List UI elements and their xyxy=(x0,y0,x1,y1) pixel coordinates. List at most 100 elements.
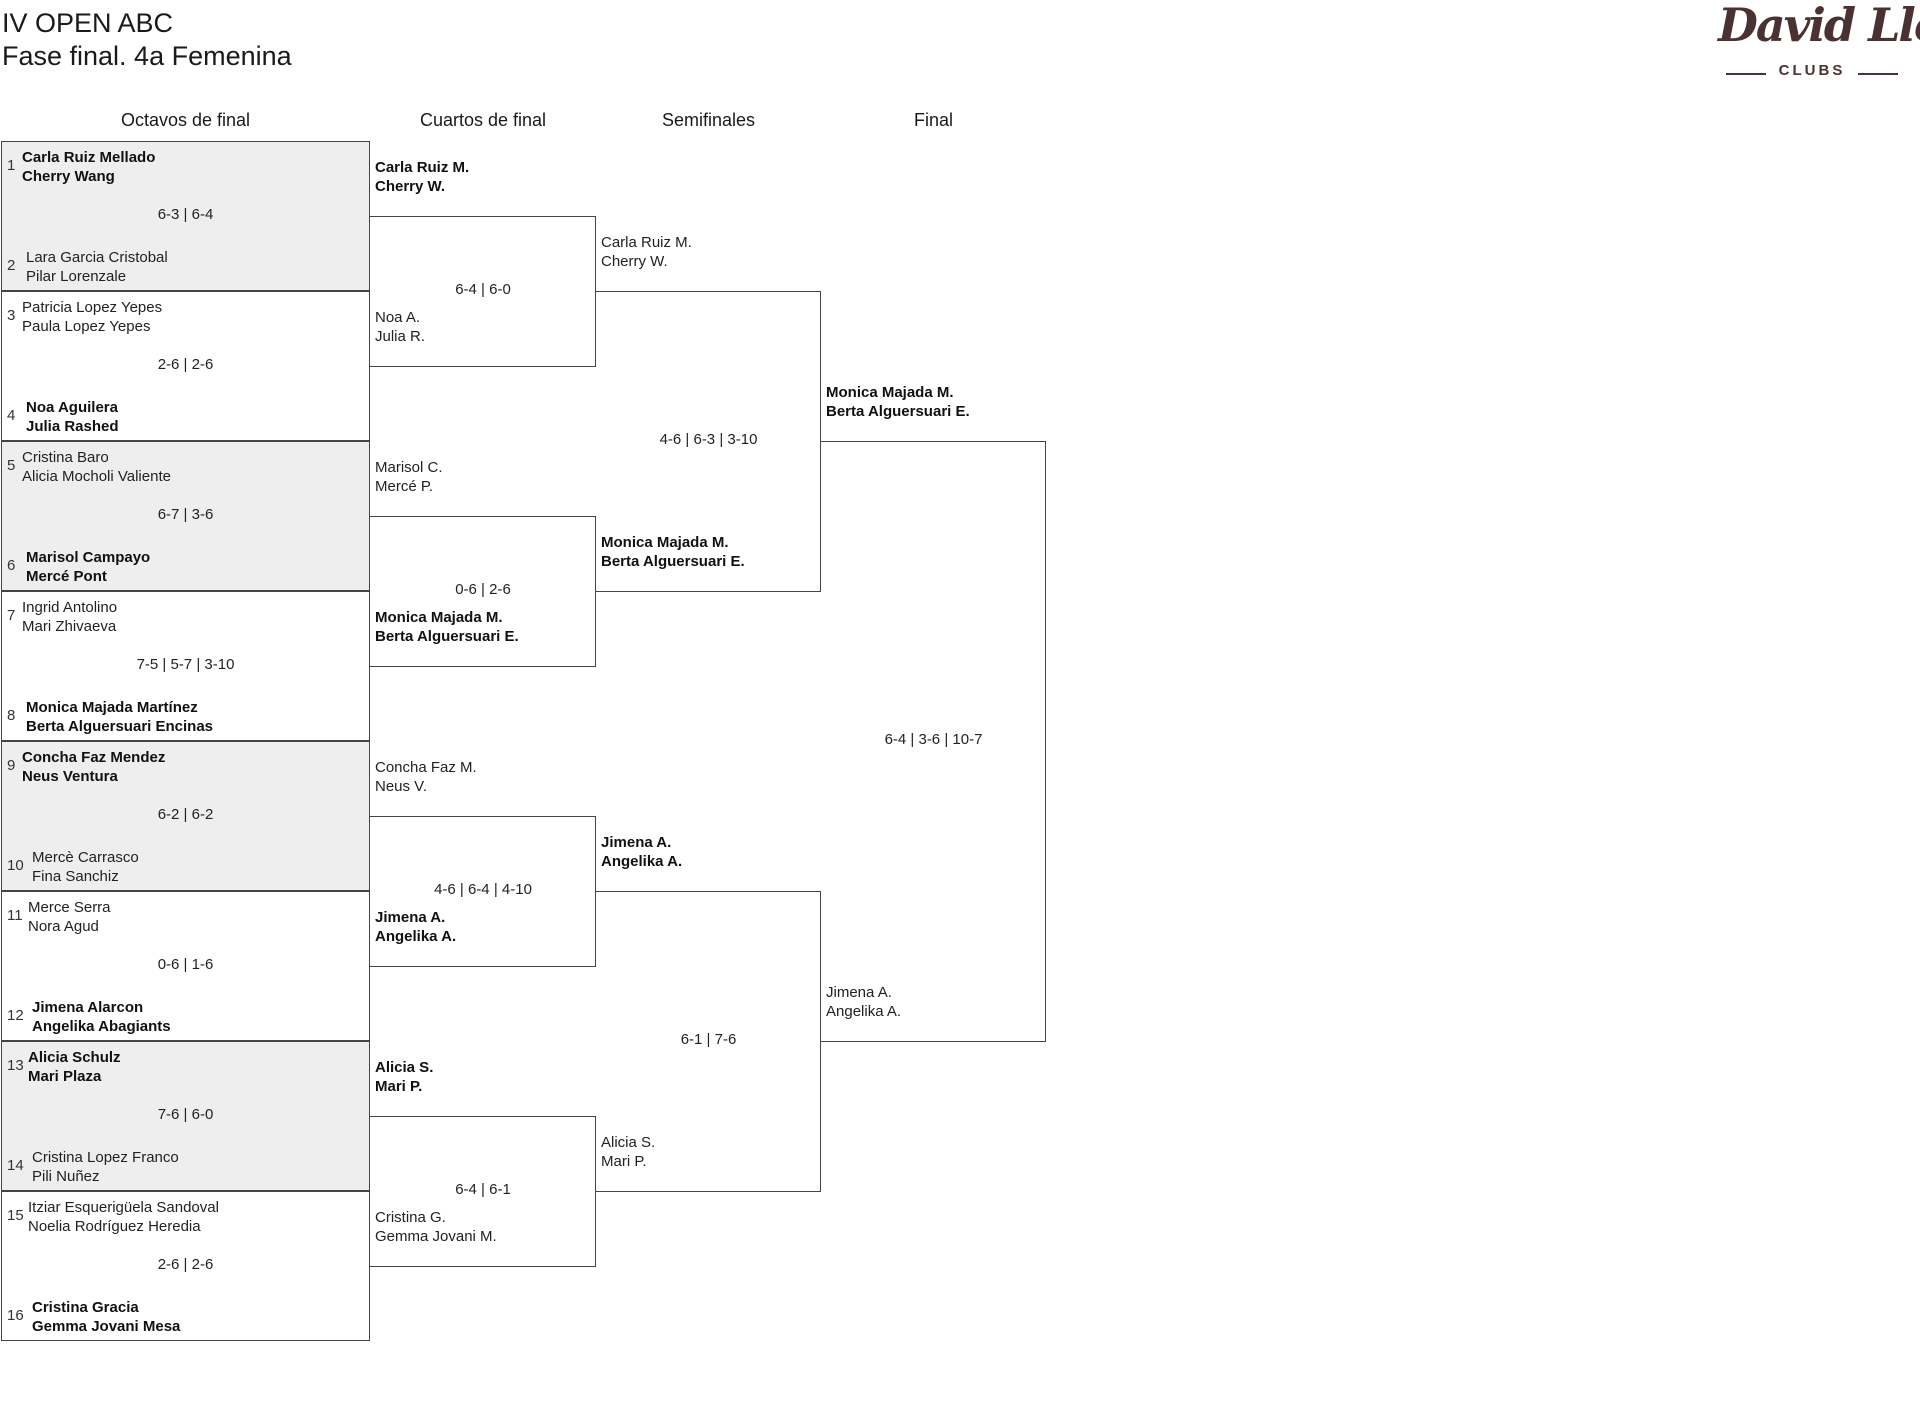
r16-pair-bottom-player-2: Fina Sanchiz xyxy=(32,868,119,885)
r16-score: 7-5 | 5-7 | 3-10 xyxy=(136,656,235,673)
final-score: 6-4 | 3-6 | 10-7 xyxy=(884,731,983,748)
qf-pair-bottom: Jimena A.Angelika A. xyxy=(375,908,456,946)
qf-pair-top-player-1: Marisol C. xyxy=(375,459,443,476)
sf-pair-top-player-1: Jimena A. xyxy=(601,834,672,851)
sf-pair-top-player-2: Cherry W. xyxy=(601,253,668,270)
logo-clubs-text: CLUBS xyxy=(1778,62,1846,79)
seed-number: 13 xyxy=(7,1057,24,1074)
tournament-subtitle: Fase final. 4a Femenina xyxy=(2,41,292,71)
r16-pair-bottom-player-2: Mercé Pont xyxy=(26,568,107,585)
tournament-title: IV OPEN ABC xyxy=(2,8,174,38)
qf-pair-bottom-player-1: Cristina G. xyxy=(375,1209,446,1226)
r16-score: 6-7 | 3-6 xyxy=(157,506,214,523)
seed-number: 2 xyxy=(7,257,16,274)
qf-pair-top: Carla Ruiz M.Cherry W. xyxy=(375,158,469,196)
round-header-final: Final xyxy=(913,110,953,130)
r16-pair-bottom-player-2: Pili Nuñez xyxy=(32,1168,100,1185)
qf-pair-top-player-2: Neus V. xyxy=(375,778,427,795)
qf-pair-bottom-player-2: Gemma Jovani M. xyxy=(375,1228,497,1245)
r16-pair-bottom-player-1: Lara Garcia Cristobal xyxy=(26,249,168,266)
r16-pair-bottom-player-2: Julia Rashed xyxy=(26,418,119,435)
qf-pair-top: Alicia S. Mari P. xyxy=(375,1058,433,1096)
final-pair-bottom: Jimena A. Angelika A. xyxy=(826,983,901,1021)
sf-pair-bottom-player-1: Monica Majada M. xyxy=(601,534,729,551)
r16-pair-top-player-2: Noelia Rodríguez Heredia xyxy=(28,1218,201,1235)
final-pair-top-player-1: Monica Majada M. xyxy=(826,384,954,401)
seed-number: 1 xyxy=(7,157,16,174)
sf-connector xyxy=(596,291,821,592)
logo-rule-left xyxy=(1726,73,1766,75)
r16-pair-bottom-player-2: Gemma Jovani Mesa xyxy=(32,1318,181,1335)
qf-pair-top-player-1: Carla Ruiz M. xyxy=(375,159,470,176)
qf-connector xyxy=(370,816,596,967)
qf-connector xyxy=(370,516,596,667)
r16-pair-top-player-2: Alicia Mocholi Valiente xyxy=(22,468,171,485)
r16-pair-top-player-1: Patricia Lopez Yepes xyxy=(22,299,163,316)
seed-number: 7 xyxy=(7,607,16,624)
round-header-octavos: Octavos de final xyxy=(120,110,251,130)
seed-number: 5 xyxy=(7,457,16,474)
r16-pair-bottom-player-2: Angelika Abagiants xyxy=(32,1018,171,1035)
r16-pair-top-player-2: Paula Lopez Yepes xyxy=(22,318,151,335)
r16-pair-bottom-player-1: Noa Aguilera xyxy=(26,399,118,416)
r16-score: 6-2 | 6-2 xyxy=(157,806,214,823)
seed-number: 9 xyxy=(7,757,16,774)
qf-pair-top: Concha Faz M. Neus V. xyxy=(375,758,477,796)
sf-pair-bottom: Alicia S.Mari P. xyxy=(601,1133,655,1171)
seed-number: 12 xyxy=(7,1007,24,1024)
qf-pair-top-player-1: Concha Faz M. xyxy=(375,759,477,776)
qf-pair-bottom-player-1: Noa A. xyxy=(375,309,421,326)
qf-pair-top-player-2: Mari P. xyxy=(375,1078,423,1095)
qf-connector xyxy=(370,216,596,367)
qf-pair-top-player-1: Alicia S. xyxy=(375,1059,434,1076)
sf-pair-bottom-player-1: Alicia S. xyxy=(601,1134,656,1151)
logo-brand-text: David Lloyd xyxy=(1718,0,1920,52)
r16-score: 2-6 | 2-6 xyxy=(157,356,214,373)
sf-pair-bottom-player-2: Berta Alguersuari E. xyxy=(601,553,745,570)
final-pair-bottom-player-1: Jimena A. xyxy=(826,984,892,1001)
round-header-cuartos: Cuartos de final xyxy=(419,110,547,130)
r16-pair-top-player-2: Cherry Wang xyxy=(22,168,115,185)
r16-score: 0-6 | 1-6 xyxy=(157,956,214,973)
sf-pair-top: Carla Ruiz M.Cherry W. xyxy=(601,233,692,271)
seed-number: 11 xyxy=(7,907,23,924)
r16-pair-top-player-2: Nora Agud xyxy=(28,918,99,935)
sf-pair-bottom: Monica Majada M. Berta Alguersuari E. xyxy=(601,533,745,571)
r16-pair-bottom-player-1: Marisol Campayo xyxy=(26,549,151,566)
qf-score: 4-6 | 6-4 | 4-10 xyxy=(434,881,532,898)
qf-score: 6-4 | 6-1 xyxy=(455,1181,511,1198)
final-pair-top: Monica Majada M. Berta Alguersuari E. xyxy=(826,383,970,421)
seed-number: 15 xyxy=(7,1207,24,1224)
seed-number: 3 xyxy=(7,307,16,324)
sf-score: 4-6 | 6-3 | 3-10 xyxy=(659,431,758,448)
qf-pair-bottom: Cristina G. Gemma Jovani M. xyxy=(375,1208,497,1246)
qf-pair-bottom-player-2: Julia R. xyxy=(375,328,426,345)
final-pair-top-player-2: Berta Alguersuari E. xyxy=(826,403,970,420)
final-pair-bottom-player-2: Angelika A. xyxy=(826,1003,902,1020)
qf-pair-bottom-player-2: Berta Alguersuari E. xyxy=(375,628,519,645)
qf-pair-bottom-player-1: Monica Majada M. xyxy=(375,609,503,626)
r16-pair-top-player-2: Mari Plaza xyxy=(28,1068,102,1085)
r16-pair-bottom-player-1: Jimena Alarcon xyxy=(32,999,144,1016)
sf-pair-top: Jimena A.Angelika A. xyxy=(601,833,682,871)
r16-pair-bottom-player-1: Cristina Lopez Franco xyxy=(32,1149,179,1166)
qf-pair-bottom-player-2: Angelika A. xyxy=(375,928,457,945)
seed-number: 8 xyxy=(7,707,16,724)
seed-number: 10 xyxy=(7,857,24,874)
r16-pair-top-player-2: Mari Zhivaeva xyxy=(22,618,117,635)
